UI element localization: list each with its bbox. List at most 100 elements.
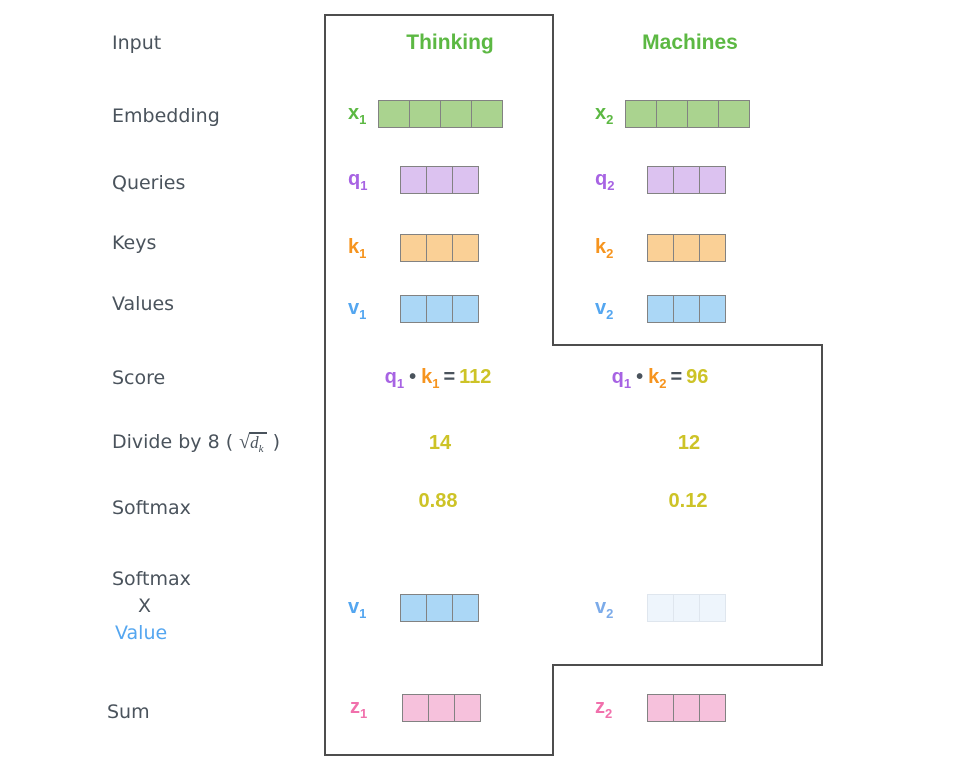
- vector-v1: v1: [348, 295, 479, 323]
- vector-v2-label: v2: [595, 296, 614, 322]
- vector-cell: [656, 100, 688, 128]
- vector-cell: [409, 100, 441, 128]
- vector-cell: [699, 295, 726, 323]
- vector-cell: [647, 694, 674, 722]
- vector-q2: q2: [595, 166, 726, 194]
- vector-k1-label: k1: [348, 235, 367, 261]
- vector-k2-cells: [647, 234, 726, 262]
- column-header-machines: Machines: [642, 31, 738, 54]
- vector-cell: [452, 295, 479, 323]
- vector-cell: [647, 594, 674, 622]
- row-label-softmax-x-value-line1: Softmax: [112, 568, 191, 590]
- vector-q2-cells: [647, 166, 726, 194]
- vector-cell: [673, 234, 700, 262]
- vector-cell: [400, 166, 427, 194]
- row-label-input: Input: [112, 32, 162, 54]
- vector-cell: [673, 166, 700, 194]
- column-header-thinking: Thinking: [406, 31, 494, 54]
- vector-k1: k1: [348, 234, 479, 262]
- vector-cell: [440, 100, 472, 128]
- divide-result-col2: 12: [677, 432, 701, 454]
- sqrt-dk-formula: √dk: [239, 430, 267, 458]
- score-expression-col2: q1•k2=96: [565, 366, 755, 391]
- vector-cell: [699, 594, 726, 622]
- vector-v2-weighted-label: v2: [595, 595, 614, 621]
- vector-v2-weighted-cells: [647, 594, 726, 622]
- vector-z2: z2: [595, 694, 726, 722]
- vector-x2-cells: [625, 100, 750, 128]
- grouping-outline-path: [324, 14, 823, 756]
- row-label-sum: Sum: [107, 701, 150, 723]
- vector-v2: v2: [595, 295, 726, 323]
- softmax-result-col2: 0.12: [668, 490, 708, 512]
- divide-prefix: Divide by 8 (: [112, 431, 234, 453]
- vector-q1-cells: [400, 166, 479, 194]
- vector-k2-label: k2: [595, 235, 614, 261]
- vector-cell: [699, 234, 726, 262]
- score1-equals: =: [443, 366, 456, 388]
- vector-cell: [426, 295, 453, 323]
- row-label-softmax-x-value-line3: Value: [115, 622, 168, 644]
- score2-k-token: k2: [648, 366, 667, 391]
- vector-cell: [625, 100, 657, 128]
- vector-cell: [378, 100, 410, 128]
- vector-k1-cells: [400, 234, 479, 262]
- row-label-softmax-x-value-line2: X: [138, 595, 152, 617]
- vector-x2: x2: [595, 100, 750, 128]
- vector-v1-weighted: v1: [348, 594, 479, 622]
- vector-cell: [452, 166, 479, 194]
- row-label-keys: Keys: [112, 232, 157, 254]
- vector-cell: [673, 694, 700, 722]
- vector-cell: [647, 295, 674, 323]
- vector-cell: [718, 100, 750, 128]
- score-expression-col1: q1•k1=112: [343, 366, 533, 391]
- score2-q-token: q1: [611, 366, 632, 391]
- vector-cell: [426, 234, 453, 262]
- vector-z1-label: z1: [350, 695, 368, 721]
- vector-cell: [426, 166, 453, 194]
- score1-k-token: k1: [421, 366, 440, 391]
- row-label-values: Values: [112, 293, 175, 315]
- vector-cell: [426, 594, 453, 622]
- vector-x1-cells: [378, 100, 503, 128]
- vector-cell: [673, 295, 700, 323]
- vector-cell: [452, 234, 479, 262]
- vector-cell: [471, 100, 503, 128]
- vector-v1-weighted-label: v1: [348, 595, 367, 621]
- softmax-result-col1: 0.88: [418, 490, 458, 512]
- radicand-subscript: k: [258, 443, 264, 455]
- vector-v2-cells: [647, 295, 726, 323]
- vector-z1-cells: [402, 694, 481, 722]
- vector-cell: [428, 694, 455, 722]
- vector-v1-label: v1: [348, 296, 367, 322]
- dot-product-icon: •: [636, 366, 644, 388]
- vector-q1-label: q1: [348, 167, 368, 193]
- row-label-divide: Divide by 8 ( √dk ): [112, 430, 280, 458]
- vector-v1-weighted-cells: [400, 594, 479, 622]
- radicand: d: [250, 433, 259, 452]
- vector-k2: k2: [595, 234, 726, 262]
- vector-z2-cells: [647, 694, 726, 722]
- vector-cell: [452, 594, 479, 622]
- vector-cell: [454, 694, 481, 722]
- dot-product-icon: •: [409, 366, 417, 388]
- vector-cell: [673, 594, 700, 622]
- row-label-softmax: Softmax: [112, 497, 191, 519]
- vector-cell: [402, 694, 429, 722]
- vector-x1: x1: [348, 100, 503, 128]
- vector-cell: [647, 166, 674, 194]
- vector-cell: [400, 234, 427, 262]
- vector-z1: z1: [350, 694, 481, 722]
- vector-cell: [400, 295, 427, 323]
- vector-cell: [400, 594, 427, 622]
- vector-cell: [699, 694, 726, 722]
- row-label-queries: Queries: [112, 172, 186, 194]
- score2-result: 96: [686, 366, 709, 388]
- radical-sign: √: [239, 431, 251, 453]
- vector-cell: [699, 166, 726, 194]
- vector-cell: [687, 100, 719, 128]
- score2-equals: =: [670, 366, 683, 388]
- vector-cell: [647, 234, 674, 262]
